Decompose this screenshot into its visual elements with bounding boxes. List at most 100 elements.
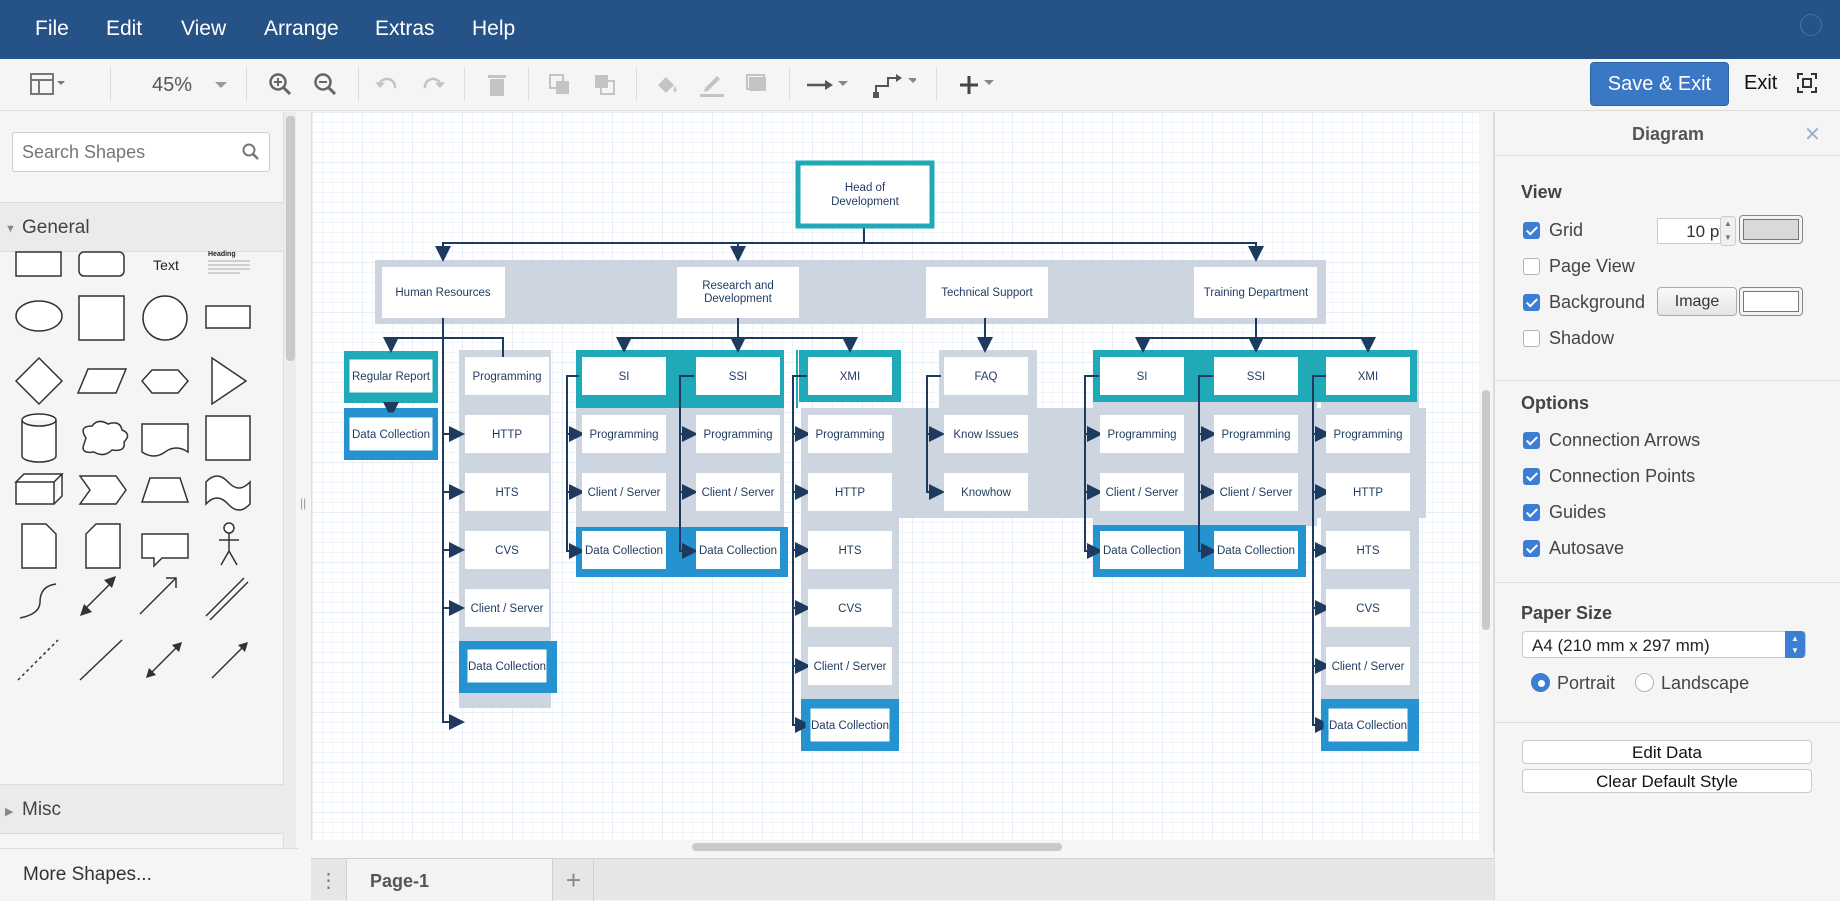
card-shape[interactable]: [85, 523, 121, 569]
org-node[interactable]: Know Issues: [944, 415, 1028, 453]
parallelogram-shape[interactable]: [76, 368, 128, 394]
org-node[interactable]: Client / Server: [1100, 473, 1184, 511]
org-node[interactable]: FAQ: [944, 357, 1028, 395]
org-node[interactable]: Client / Server: [1214, 473, 1298, 511]
insert-icon[interactable]: [958, 67, 998, 103]
background-color-swatch[interactable]: [1739, 287, 1803, 316]
org-node[interactable]: Programming: [1326, 415, 1410, 453]
org-node[interactable]: Data Collection: [582, 531, 666, 569]
org-node[interactable]: Data Collection: [462, 644, 552, 688]
diamond-shape[interactable]: [14, 356, 64, 406]
delete-icon[interactable]: [482, 67, 512, 103]
ellipse-shape[interactable]: [15, 300, 63, 332]
org-node[interactable]: Client / Server: [808, 647, 892, 685]
link-shape[interactable]: [205, 577, 249, 621]
paper-size-select[interactable]: A4 (210 mm x 297 mm)▲▼: [1522, 631, 1806, 658]
triangle-shape[interactable]: [211, 356, 248, 406]
undo-icon[interactable]: [372, 67, 402, 103]
arrow-shape[interactable]: [139, 577, 177, 615]
dept-node[interactable]: Human Resources: [382, 267, 505, 318]
to-back-icon[interactable]: [590, 67, 620, 103]
bidirectional-arrow-shape[interactable]: [81, 579, 115, 613]
connection-points-checkbox[interactable]: [1523, 468, 1540, 485]
circle-shape[interactable]: [142, 295, 188, 341]
dept-node[interactable]: Training Department: [1194, 267, 1317, 318]
org-node[interactable]: Data Collection: [696, 531, 780, 569]
search-icon[interactable]: [242, 143, 260, 166]
org-node[interactable]: Programming: [1214, 415, 1298, 453]
diagram-canvas[interactable]: Head of Development Human Resources Rese…: [311, 112, 1479, 840]
container-shape[interactable]: [205, 415, 251, 461]
hexagon-shape[interactable]: [141, 369, 189, 394]
square-shape[interactable]: [78, 295, 125, 341]
cube-shape[interactable]: [14, 473, 64, 505]
fill-color-icon[interactable]: [652, 67, 682, 103]
trapezoid-shape[interactable]: [140, 477, 190, 503]
note-shape[interactable]: [21, 523, 57, 569]
waypoints-icon[interactable]: [872, 67, 916, 103]
org-node[interactable]: SI: [1100, 357, 1184, 395]
document-shape[interactable]: [141, 423, 189, 457]
misc-section-header[interactable]: ▶Misc: [0, 784, 284, 834]
autosave-checkbox[interactable]: [1523, 540, 1540, 557]
org-node[interactable]: CVS: [1326, 589, 1410, 627]
page-menu-icon[interactable]: ⋮: [311, 859, 347, 901]
menu-edit[interactable]: Edit: [106, 17, 143, 40]
actor-shape[interactable]: [219, 522, 239, 566]
org-node[interactable]: CVS: [465, 531, 549, 569]
org-node[interactable]: HTS: [465, 473, 549, 511]
org-node[interactable]: Data Collection: [1323, 703, 1413, 747]
org-node[interactable]: SSI: [696, 357, 780, 395]
more-shapes-button[interactable]: More Shapes...: [0, 848, 298, 900]
search-shapes-input[interactable]: [12, 132, 270, 172]
shadow-icon[interactable]: [743, 67, 773, 103]
org-node[interactable]: SSI: [1214, 357, 1298, 395]
line-color-icon[interactable]: [697, 67, 727, 103]
menu-extras[interactable]: Extras: [375, 17, 435, 40]
exit-button[interactable]: Exit: [1744, 72, 1778, 94]
bidirectional-connector-shape[interactable]: [149, 645, 179, 675]
org-node[interactable]: HTTP: [808, 473, 892, 511]
org-node[interactable]: XMI: [1326, 357, 1410, 395]
org-node[interactable]: Knowhow: [944, 473, 1028, 511]
canvas-horizontal-scroll-thumb[interactable]: [692, 843, 1062, 851]
rectangle-shape[interactable]: [15, 251, 62, 277]
org-node[interactable]: Regular Report: [344, 354, 438, 398]
page-view-checkbox[interactable]: [1523, 258, 1540, 275]
sidebar-resize-handle[interactable]: ||: [300, 496, 307, 510]
tape-shape[interactable]: [205, 475, 251, 511]
zoom-in-icon[interactable]: [266, 67, 296, 103]
canvas-vertical-scroll-thumb[interactable]: [1482, 390, 1490, 630]
shadow-checkbox[interactable]: [1523, 330, 1540, 347]
portrait-radio[interactable]: [1531, 673, 1550, 692]
heading-shape[interactable]: Heading: [208, 251, 250, 274]
step-shape[interactable]: [78, 475, 127, 505]
cloud-shape[interactable]: [82, 420, 129, 456]
dept-node[interactable]: Technical Support: [926, 267, 1048, 318]
edit-data-button[interactable]: Edit Data: [1522, 740, 1812, 764]
connection-arrows-checkbox[interactable]: [1523, 432, 1540, 449]
guides-checkbox[interactable]: [1523, 504, 1540, 521]
org-node[interactable]: Data Collection: [805, 703, 895, 747]
org-node[interactable]: Programming: [1100, 415, 1184, 453]
rounded-rectangle-shape[interactable]: [78, 251, 125, 277]
menu-file[interactable]: File: [35, 17, 69, 40]
add-page-icon[interactable]: +: [554, 859, 594, 901]
node-root[interactable]: Head of Development: [795, 160, 935, 229]
org-node[interactable]: Data Collection: [344, 412, 438, 456]
dashed-line-shape[interactable]: [17, 639, 59, 681]
org-node[interactable]: Client / Server: [582, 473, 666, 511]
org-node[interactable]: XMI: [808, 357, 892, 395]
org-node[interactable]: CVS: [808, 589, 892, 627]
org-node[interactable]: Programming: [696, 415, 780, 453]
org-node[interactable]: Client / Server: [1326, 647, 1410, 685]
clear-default-style-button[interactable]: Clear Default Style: [1522, 769, 1812, 793]
process-shape[interactable]: [205, 305, 251, 329]
language-globe-icon[interactable]: [1800, 14, 1822, 36]
org-node[interactable]: Programming: [808, 415, 892, 453]
background-checkbox[interactable]: [1523, 294, 1540, 311]
grid-checkbox[interactable]: [1523, 222, 1540, 239]
directional-connector-shape[interactable]: [211, 645, 245, 679]
format-panel-icon[interactable]: [26, 67, 70, 103]
